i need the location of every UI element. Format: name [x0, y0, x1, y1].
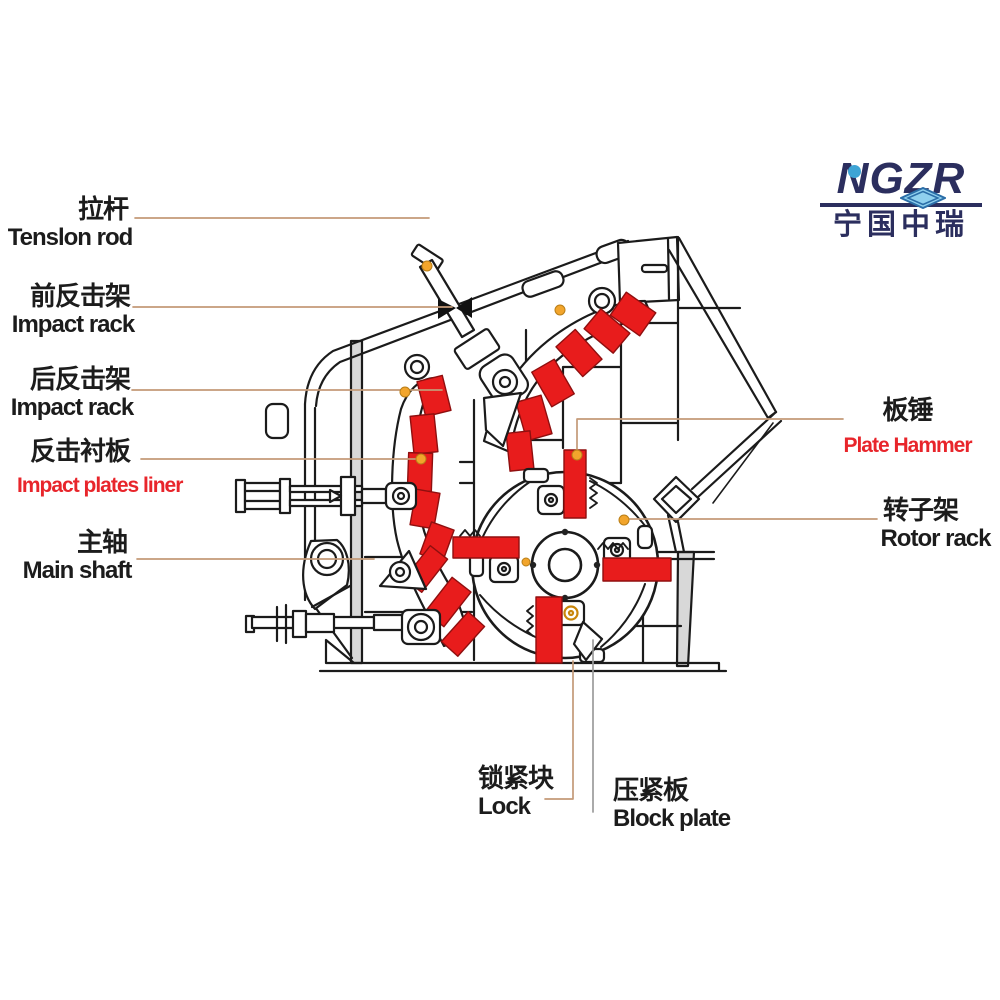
label-plate-hammer: 板锤 Plate Hammer: [830, 395, 985, 460]
lower-adjusting-rod: [244, 603, 442, 646]
label-plate-hammer-zh: 板锤: [882, 395, 933, 425]
main-shaft-bracket: [302, 538, 352, 611]
label-lock-en: Lock: [478, 793, 531, 820]
logo-blue-dot-icon: [848, 165, 861, 178]
label-tension-rod-zh: 拉杆: [77, 194, 129, 224]
label-rear-impact-rack: 后反击架 Impact rack: [0, 364, 160, 422]
adjusting-cylinder: [234, 475, 418, 517]
label-rear-rack-zh: 后反击架: [29, 364, 131, 394]
label-block-plate: 压紧板 Block plate: [613, 775, 763, 833]
leader-lines: [131, 217, 878, 813]
label-rear-rack-en: Impact rack: [10, 394, 134, 421]
logo-divider: [820, 203, 982, 207]
label-lock-zh: 锁紧块: [478, 763, 554, 793]
label-block-plate-zh: 压紧板: [613, 775, 689, 805]
label-impact-plates-liner: 反击衬板 Impact plates liner: [0, 436, 183, 500]
company-logo: NGZR 宁国中瑞: [818, 156, 984, 241]
label-front-rack-zh: 前反击架: [29, 281, 131, 311]
label-front-rack-en: Impact rack: [11, 311, 135, 338]
label-tension-rod: 拉杆 Tenslon rod: [5, 194, 201, 252]
label-rotor-rack-zh: 转子架: [882, 495, 959, 525]
leader-plate-hammer: [576, 418, 844, 453]
label-plate-hammer-en: Plate Hammer: [843, 434, 972, 457]
label-front-impact-rack: 前反击架 Impact rack: [0, 281, 160, 339]
label-liner-zh: 反击衬板: [29, 436, 131, 466]
label-rotor-rack: 转子架 Rotor rack: [843, 495, 998, 553]
label-main-shaft-en: Main shaft: [22, 557, 133, 584]
label-block-plate-en: Block plate: [613, 805, 731, 832]
logo-brand-text: NGZR: [836, 154, 966, 203]
rod-mount-bracket: [438, 299, 456, 319]
main-shaft-hub: [530, 530, 600, 600]
leader-lock: [544, 660, 574, 800]
marker-dots: [399, 260, 630, 567]
front-liner-chain: [505, 291, 657, 472]
logo-diamond-icon: [900, 187, 946, 209]
label-lock: 锁紧块 Lock: [478, 763, 618, 821]
label-tension-rod-en: Tenslon rod: [7, 224, 134, 251]
tension-rod: [410, 243, 530, 448]
label-main-shaft: 主轴 Main shaft: [22, 527, 182, 585]
rotor: [452, 449, 672, 664]
block-plate-wedge: [572, 620, 604, 662]
label-main-shaft-zh: 主轴: [76, 527, 128, 557]
label-liner-en: Impact plates liner: [17, 474, 183, 497]
plate-hammers: [452, 449, 672, 664]
label-rotor-rack-en: Rotor rack: [880, 525, 991, 552]
logo-company-text: 宁国中瑞: [832, 209, 969, 241]
